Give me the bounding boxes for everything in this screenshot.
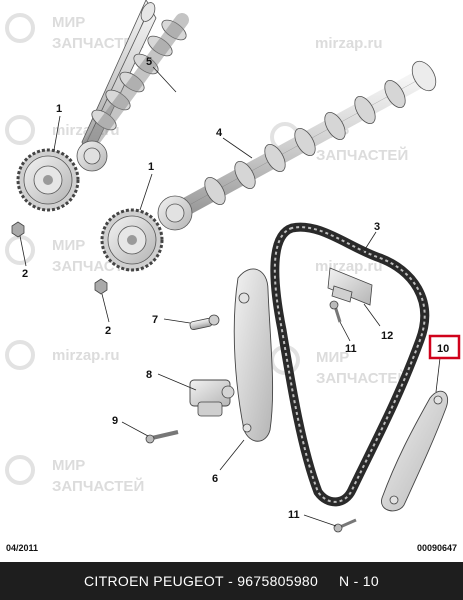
callout-11a: 11 [345, 343, 357, 355]
leader-lines [19, 66, 441, 527]
screw-upper [329, 300, 342, 323]
watermark-line2-4: ЗАПЧАСТЕЙ [316, 369, 408, 387]
caption-part-number: 9675805980 [237, 573, 319, 589]
watermark-site: mirzap.ru [315, 35, 383, 52]
callout-7: 7 [152, 314, 158, 326]
bolt-lower [94, 278, 108, 295]
bolt-upper [11, 221, 25, 238]
pivot-pin [189, 314, 220, 331]
exploded-parts-diagram: МИР ЗАПЧАСТЕЙ mirzap.ru mirzap.ru МИР ЗА… [5, 0, 461, 533]
callout-4: 4 [216, 127, 223, 139]
timing-chain [270, 222, 430, 507]
callout-3: 3 [374, 221, 380, 233]
callout-2b: 2 [105, 325, 111, 337]
chain-guide-small [327, 267, 373, 306]
callout-8: 8 [146, 369, 152, 381]
footer-code: 00090647 [416, 543, 457, 553]
watermark-line1-4: МИР [316, 349, 349, 366]
tensioner-bolt [145, 430, 179, 444]
watermark-group: МИР ЗАПЧАСТЕЙ mirzap.ru mirzap.ru МИР ЗА… [5, 13, 408, 495]
callout-1b: 1 [148, 161, 154, 173]
caption-brand: CITROEN PEUGEOT [84, 573, 224, 589]
caption-gap [318, 573, 339, 589]
watermark-top-left: МИР ЗАПЧАСТЕЙ [5, 13, 144, 52]
watermark-line2-5: ЗАПЧАСТЕЙ [52, 477, 144, 495]
callout-5: 5 [146, 56, 152, 68]
sprocket-upper [16, 148, 80, 212]
watermark-line1-5: МИР [52, 457, 85, 474]
screw-lower [333, 518, 357, 533]
callout-10-highlight: 10 [428, 334, 461, 360]
callout-2a: 2 [22, 268, 28, 280]
caption-separator: - [223, 573, 238, 589]
chain-tensioner [189, 379, 235, 417]
watermark-site-4: mirzap.ru [52, 347, 120, 364]
callout-9: 9 [112, 415, 118, 427]
watermark-left-4: МИР ЗАПЧАСТЕЙ [5, 455, 144, 495]
camshaft-upper [76, 0, 189, 172]
sprocket-lower [100, 208, 164, 272]
caption-bar: CITROEN PEUGEOT - 9675805980 N - 10 [0, 562, 463, 600]
watermark-line2-2: ЗАПЧАСТЕЙ [316, 146, 408, 164]
camshaft-lower [157, 60, 437, 231]
watermark-line1: МИР [52, 14, 85, 31]
watermark-line2: ЗАПЧАСТЕЙ [52, 34, 144, 52]
callout-1a: 1 [56, 103, 62, 115]
callout-12: 12 [381, 330, 393, 342]
highlight-box [428, 334, 461, 360]
callout-10: 10 [437, 343, 449, 355]
tensioner-arm [233, 268, 274, 442]
watermark-left-3: mirzap.ru [5, 340, 120, 370]
callout-6: 6 [212, 473, 218, 485]
chain-guide-long [381, 390, 448, 512]
watermark-line1-3: МИР [52, 237, 85, 254]
footer-date: 04/2011 [6, 543, 39, 553]
callout-11b: 11 [288, 509, 300, 521]
watermark-site-3: mirzap.ru [315, 258, 383, 275]
caption-ref: N - 10 [339, 573, 379, 589]
